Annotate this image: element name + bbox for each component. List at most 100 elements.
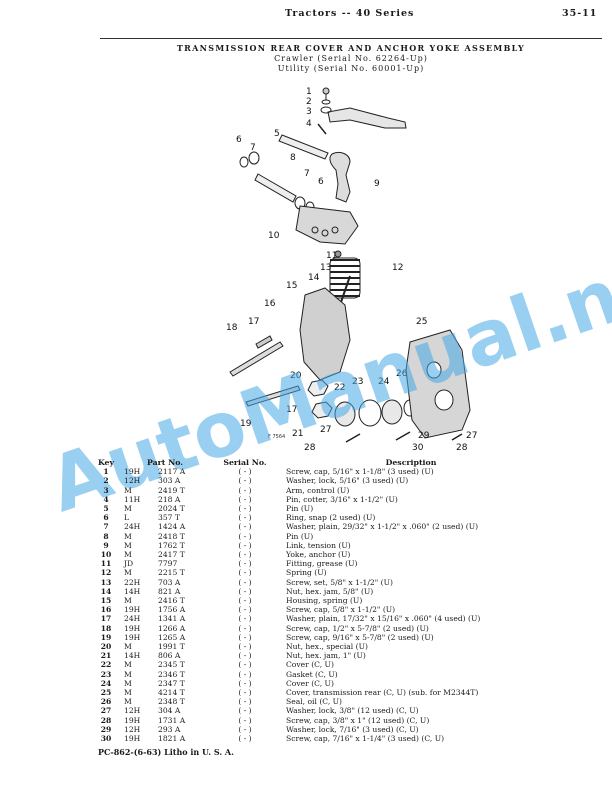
part-description: Nut, hex. jam, 1" (U) [286,651,366,661]
callout-label: 27 [466,431,477,441]
spring-housing-part [299,287,351,381]
spring-part [329,257,361,299]
part-key: 22 [100,660,112,670]
callout-label: 6 [236,135,242,145]
part-description: Ring, snap (2 used) (U) [286,513,376,523]
control-arm-part [327,107,407,129]
callout-label: 27 [320,425,331,435]
part-prefix: M [124,669,132,679]
part-description: Screw, cap, 7/16" x 1-1/4" (3 used) (C, … [286,734,445,744]
cover-part [381,399,403,425]
serial-number: ( - ) [238,642,252,652]
callout-label: 14 [308,273,320,283]
part-number: 821 A [158,586,181,596]
part-number: 1762 T [158,540,185,550]
part-description: Pin, cotter, 3/16" x 1-1/2" (U) [286,494,398,504]
part-number: 2348 T [158,697,185,707]
callout-label: 8 [290,153,296,163]
plain-washer-part [248,151,260,165]
part-key: 19 [100,632,112,642]
set-screw-part [339,275,351,306]
part-prefix: M [124,550,132,560]
part-prefix: M [124,531,132,541]
snap-ring-part [239,156,249,168]
serial-number: ( - ) [238,678,252,688]
serial-number: ( - ) [238,623,252,633]
part-prefix: M [124,540,132,550]
part-description: Screw, cap, 9/16" x 5-7/8" (2 used) (U) [286,632,434,642]
callout-label: 7 [250,143,256,153]
part-number: 1991 T [158,642,185,652]
part-prefix: 19H [124,605,141,615]
callout-label: 1 [306,87,312,97]
part-description: Screw, cap, 3/8" x 1" (12 used) (C, U) [286,715,430,725]
serial-number: ( - ) [238,577,252,587]
part-number: 806 A [158,651,181,661]
callout-label: 6 [318,177,324,187]
jam-nut-part [311,401,333,419]
header-rule [100,38,602,39]
serial-number: ( - ) [238,476,252,486]
part-description: Link, tension (U) [286,540,351,550]
callout-label: 12 [392,263,403,273]
callout-label: 3 [306,107,312,117]
part-key: 29 [100,724,112,734]
serial-number: ( - ) [238,531,252,541]
part-number: 2117 A [158,467,186,477]
part-description: Cover (C, U) [286,678,334,688]
cap-screw-long-part [229,341,284,377]
part-prefix: 22H [124,577,141,587]
part-prefix: 24H [124,522,141,532]
part-number: 357 T [158,513,180,523]
part-prefix: 14H [124,586,141,596]
anchor-yoke-part [295,205,359,245]
part-description: Pin (U) [286,531,314,541]
callout-label: 25 [416,317,427,327]
serial-number: ( - ) [238,568,252,578]
serial-number: ( - ) [238,586,252,596]
part-key: 8 [103,531,109,541]
part-prefix: 19H [124,467,141,477]
part-key: 20 [100,642,112,652]
callout-label: 10 [268,231,280,241]
serial-number: ( - ) [238,467,252,477]
serial-number: ( - ) [238,522,252,532]
callout-label: 18 [226,323,238,333]
part-key: 17 [100,614,112,624]
part-key: 5 [103,504,109,514]
part-description: Screw, cap, 1/2" x 5-7/8" (2 used) (U) [286,623,429,633]
part-number: 4214 T [158,688,185,698]
callout-label: 4 [306,119,312,129]
long-pin-part [254,173,297,203]
column-header-key: Key [97,458,115,467]
tension-link-part [329,151,351,203]
column-header-part-no: Part No. [146,458,184,467]
part-key: 27 [100,706,112,716]
serial-number: ( - ) [238,559,252,569]
part-key: 7 [103,522,109,532]
part-number: 1265 A [158,632,186,642]
part-prefix: 12H [124,476,141,486]
part-number: 293 A [158,724,181,734]
serial-number: ( - ) [238,605,252,615]
section-subtitle-utility: Utility (Serial No. 60001-Up) [277,64,425,73]
part-number: 1266 A [158,623,186,633]
figure-number: F 7564 [268,434,285,440]
part-key: 21 [100,651,112,661]
serial-number: ( - ) [238,513,252,523]
